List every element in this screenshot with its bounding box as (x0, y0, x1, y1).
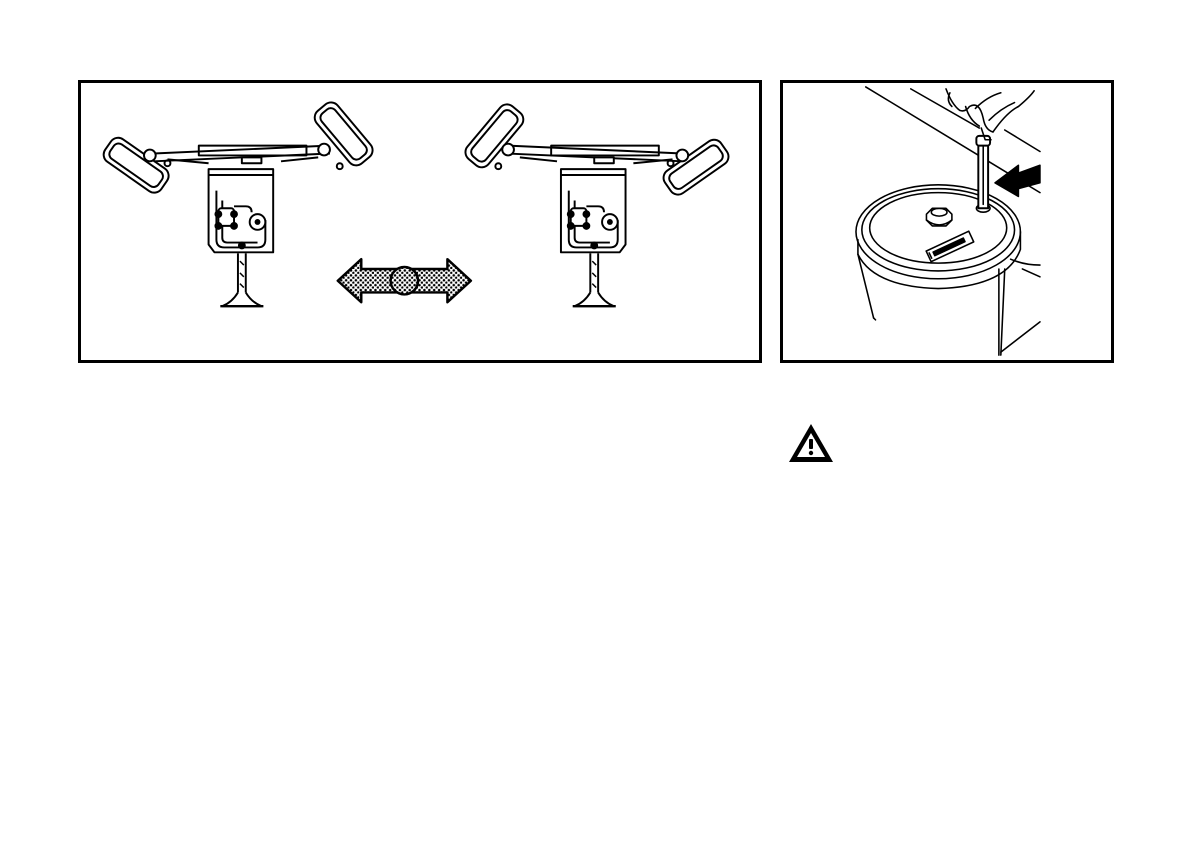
hand-drawing (946, 89, 1034, 140)
dipstick (976, 136, 990, 208)
mirror-right-position (462, 101, 732, 306)
double-arrow-icon (338, 259, 471, 302)
warning-triangle-icon (786, 421, 836, 465)
mirror-adjustment-figure (78, 80, 762, 363)
mirror-left-position (100, 99, 376, 306)
tank-dipstick-figure (780, 80, 1114, 363)
tank-dipstick-drawing (783, 83, 1111, 360)
tank-cap (856, 185, 1040, 355)
mirror-adjustment-drawing (81, 83, 759, 360)
